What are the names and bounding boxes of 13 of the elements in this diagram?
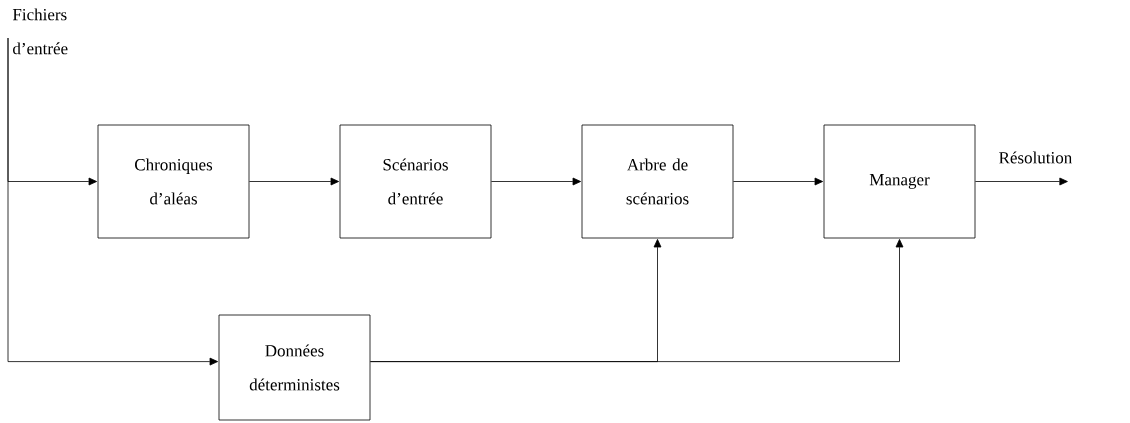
input-label: Fichiers d’entrée — [12, 8, 68, 55]
process-box: Scénarios d’entrée — [339, 124, 492, 239]
process-box: Manager — [823, 124, 976, 239]
edge-label: Résolution — [997, 150, 1074, 165]
arrow — [733, 177, 823, 186]
arrow — [249, 177, 339, 186]
arrow — [370, 239, 904, 362]
arrow — [975, 177, 1068, 186]
arrow — [7, 37, 218, 366]
process-box: Arbre de scénarios — [581, 124, 734, 239]
process-box: Chroniques d’aléas — [97, 124, 250, 239]
process-box: Données déterministes — [218, 314, 371, 421]
arrow — [491, 177, 581, 186]
